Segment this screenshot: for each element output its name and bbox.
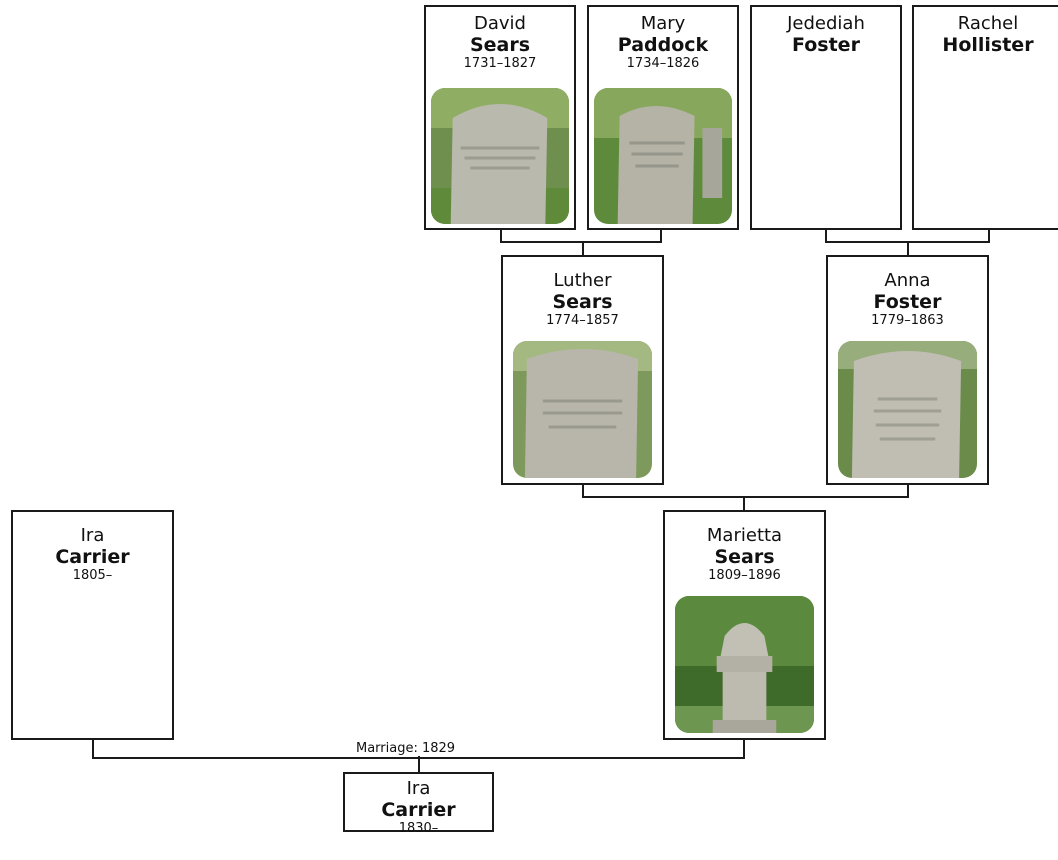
given-name: Marietta — [706, 525, 783, 546]
person-card-ira-carrier-jr[interactable]: Ira Carrier 1830– — [343, 772, 494, 836]
given-name: Jedediah — [787, 13, 865, 34]
person-card-david-sears[interactable]: David Sears 1731–1827 — [424, 5, 576, 230]
surname: Sears — [552, 291, 613, 313]
surname: Carrier — [381, 799, 456, 821]
person-card-mary-paddock[interactable]: Mary Paddock 1734–1826 — [587, 5, 739, 230]
connector — [825, 229, 827, 242]
surname: Sears — [469, 34, 531, 56]
marriage-label: Marriage: 1829 — [354, 741, 458, 756]
connector — [582, 241, 584, 256]
connector — [660, 229, 662, 242]
person-card-rachel-hollister[interactable]: Rachel Hollister — [912, 5, 1058, 230]
given-name: Anna — [884, 270, 931, 291]
connector — [92, 739, 94, 758]
given-name: Ira — [80, 525, 105, 546]
surname: Foster — [873, 291, 942, 313]
gravestone-photo[interactable] — [838, 341, 977, 478]
given-name: Ira — [406, 778, 431, 799]
life-dates: 1731–1827 — [463, 56, 537, 71]
surname: Sears — [714, 546, 775, 568]
life-dates: 1805– — [72, 568, 113, 583]
given-name: Mary — [640, 13, 686, 34]
person-card-luther-sears[interactable]: Luther Sears 1774–1857 — [501, 255, 664, 485]
connector — [418, 745, 420, 773]
monument-photo[interactable] — [675, 596, 814, 733]
connector — [907, 241, 909, 256]
connector — [500, 229, 502, 242]
surname: Hollister — [942, 34, 1034, 56]
life-dates: 1830– — [398, 821, 439, 836]
gravestone-photo[interactable] — [431, 88, 569, 224]
surname: Carrier — [55, 546, 130, 568]
person-card-jedediah-foster[interactable]: Jedediah Foster — [750, 5, 902, 230]
life-dates: 1734–1826 — [626, 56, 700, 71]
life-dates: 1809–1896 — [708, 568, 781, 583]
connector — [907, 484, 909, 497]
life-dates: 1779–1863 — [871, 313, 944, 328]
given-name: Rachel — [957, 13, 1019, 34]
given-name: David — [474, 13, 526, 34]
person-card-marietta-sears[interactable]: Marietta Sears 1809–1896 — [663, 510, 826, 740]
connector — [743, 496, 745, 511]
surname: Paddock — [617, 34, 709, 56]
surname: Foster — [792, 34, 860, 56]
connector — [743, 739, 745, 758]
connector — [582, 496, 909, 498]
person-card-ira-carrier-sr[interactable]: Ira Carrier 1805– — [11, 510, 174, 740]
given-name: Luther — [553, 270, 612, 291]
connector — [582, 484, 584, 497]
connector — [988, 229, 990, 242]
gravestone-photo[interactable] — [513, 341, 652, 478]
connector — [500, 241, 662, 243]
gravestone-photo[interactable] — [594, 88, 732, 224]
person-card-anna-foster[interactable]: Anna Foster 1779–1863 — [826, 255, 989, 485]
life-dates: 1774–1857 — [546, 313, 619, 328]
